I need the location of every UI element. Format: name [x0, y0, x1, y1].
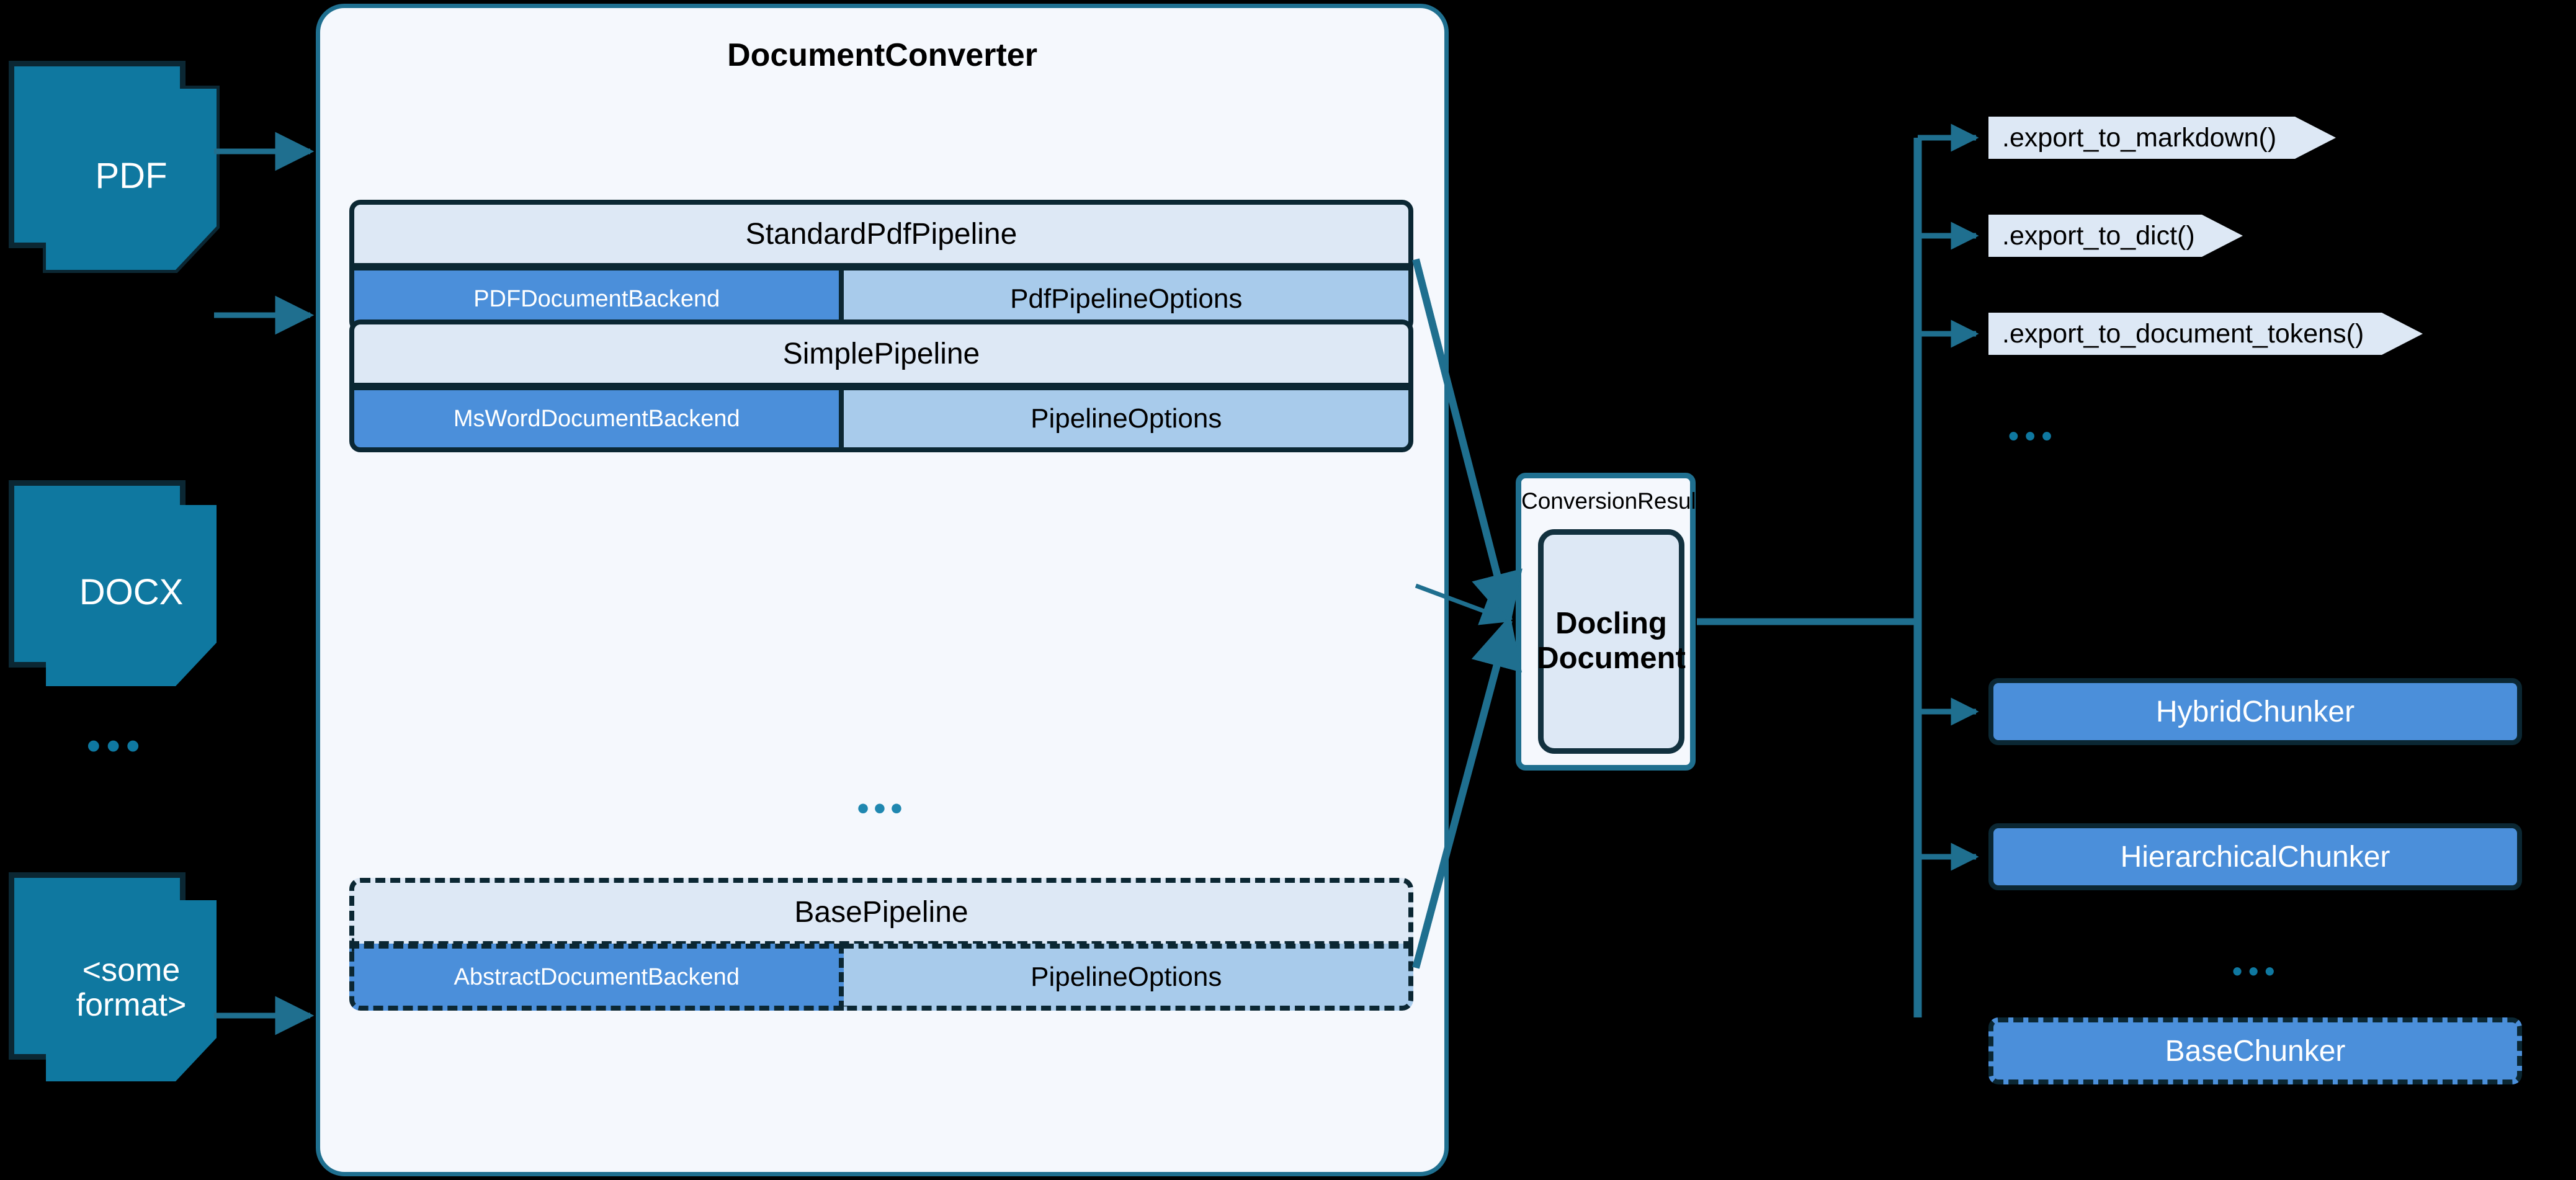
pipeline-components-row: AbstractDocumentBackend PipelineOptions: [349, 944, 1413, 1011]
export-chip-label: .export_to_dict(): [2002, 220, 2195, 251]
doc-front-sheet: <some format>: [46, 900, 217, 1081]
conversion-result-panel: ConversionResult Docling Document: [1516, 473, 1703, 771]
doc-front-sheet: DOCX: [46, 505, 217, 686]
doc-front-sheet: PDF: [46, 89, 217, 270]
pipeline-options[interactable]: PipelineOptions: [844, 385, 1413, 452]
page-title: DocumentConverter: [727, 37, 1037, 73]
input-doc-label: PDF: [95, 155, 168, 196]
docling-document-box[interactable]: Docling Document: [1537, 529, 1686, 754]
input-doc-pdf: PDF: [9, 61, 226, 278]
chunkers-ellipsis: •••: [2232, 955, 2281, 987]
input-doc-label: <some format>: [76, 952, 187, 1023]
pipeline-group-simple[interactable]: SimplePipeline MsWordDocumentBackend Pip…: [349, 320, 1413, 452]
chunker-hybrid[interactable]: HybridChunker: [1988, 678, 2522, 745]
export-chip-document-tokens[interactable]: .export_to_document_tokens(): [1988, 313, 2423, 355]
pipeline-name: StandardPdfPipeline: [349, 200, 1413, 268]
export-chip-markdown[interactable]: .export_to_markdown(): [1988, 117, 2336, 159]
chunker-base[interactable]: BaseChunker: [1988, 1017, 2522, 1084]
exports-ellipsis: •••: [2008, 420, 2059, 453]
pipeline-group-base[interactable]: BasePipeline AbstractDocumentBackend Pip…: [349, 878, 1413, 1011]
input-doc-label: DOCX: [79, 571, 184, 612]
pipeline-options[interactable]: PipelineOptions: [844, 944, 1413, 1011]
pipeline-components-row: MsWordDocumentBackend PipelineOptions: [349, 385, 1413, 452]
export-chip-label: .export_to_markdown(): [2002, 122, 2277, 153]
pipeline-backend[interactable]: AbstractDocumentBackend: [349, 944, 844, 1011]
pipeline-name: BasePipeline: [349, 878, 1413, 946]
pipeline-name: SimplePipeline: [349, 320, 1413, 388]
export-chip-dict[interactable]: .export_to_dict(): [1988, 215, 2243, 257]
pipeline-group-standard-pdf[interactable]: StandardPdfPipeline PDFDocumentBackend P…: [349, 200, 1413, 333]
export-chip-label: .export_to_document_tokens(): [2002, 318, 2364, 349]
chunker-hierarchical[interactable]: HierarchicalChunker: [1988, 823, 2522, 890]
pipeline-backend[interactable]: MsWordDocumentBackend: [349, 385, 844, 452]
input-doc-docx: DOCX: [9, 181, 226, 686]
pipeline-ellipsis: •••: [857, 790, 908, 827]
document-converter-panel: DocumentConverter StandardPdfPipeline PD…: [316, 4, 1449, 1176]
conversion-result-label: ConversionResult: [1521, 488, 1703, 514]
input-doc-some-format: <some format>: [9, 872, 226, 1089]
input-ellipsis: •••: [87, 725, 146, 767]
